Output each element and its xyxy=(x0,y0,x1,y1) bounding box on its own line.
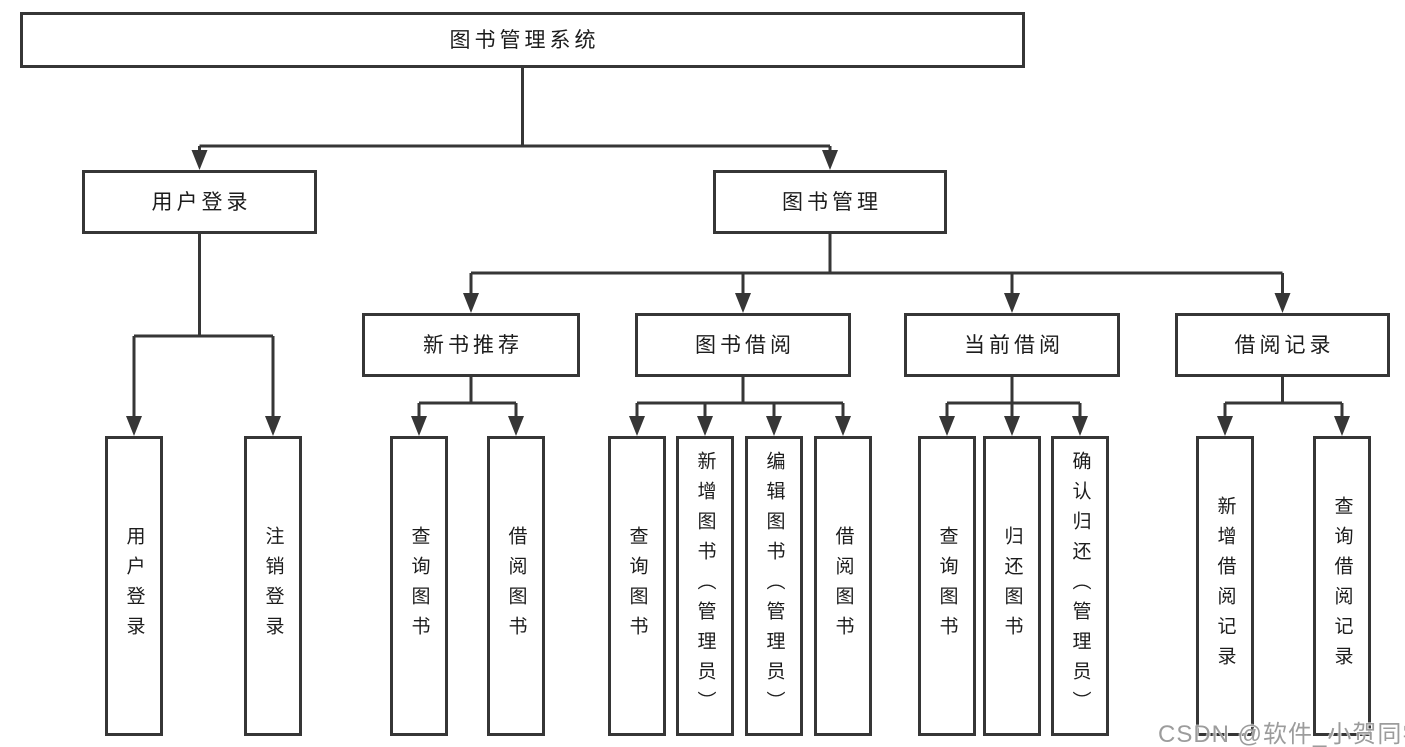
node-book-mgmt: 图书管理 xyxy=(713,170,947,234)
node-bb-borrow: 借阅图书 xyxy=(814,436,872,736)
node-bb-add: 新增图书（管理员） xyxy=(676,436,734,736)
node-new-book-rec: 新书推荐 xyxy=(362,313,580,377)
connector-user-login xyxy=(132,234,275,416)
arrowhead-book-borrow xyxy=(735,293,751,313)
arrowhead-logout xyxy=(265,416,281,436)
node-label-logout: 注销登录 xyxy=(262,526,284,646)
node-nbr-query: 查询图书 xyxy=(390,436,448,736)
node-br-add: 新增借阅记录 xyxy=(1196,436,1254,736)
arrowhead-bb-query xyxy=(629,416,645,436)
node-label-nbr-query: 查询图书 xyxy=(408,526,430,646)
arrowhead-nbr-borrow xyxy=(508,416,524,436)
csdn-watermark: CSDN @软件_小贺同学 xyxy=(1158,721,1405,747)
node-cb-return: 归还图书 xyxy=(983,436,1041,736)
node-label-user-login: 用户登录 xyxy=(151,190,252,214)
node-root: 图书管理系统 xyxy=(20,12,1025,68)
node-label-book-mgmt: 图书管理 xyxy=(782,190,882,214)
connector-borrow-records xyxy=(1223,377,1344,416)
node-cb-query: 查询图书 xyxy=(918,436,976,736)
arrowhead-book-mgmt xyxy=(822,150,838,170)
connector-new-book-rec xyxy=(417,377,518,416)
connector-root xyxy=(198,68,832,150)
node-br-query: 查询借阅记录 xyxy=(1313,436,1371,736)
node-label-root: 图书管理系统 xyxy=(449,28,600,52)
node-label-br-add: 新增借阅记录 xyxy=(1214,496,1236,676)
arrowhead-br-query xyxy=(1334,416,1350,436)
connector-book-borrow xyxy=(635,377,845,416)
arrowhead-nbr-query xyxy=(411,416,427,436)
node-label-current-borrow: 当前借阅 xyxy=(964,333,1064,357)
arrowhead-br-add xyxy=(1217,416,1233,436)
node-label-bb-borrow: 借阅图书 xyxy=(832,526,854,646)
node-label-book-borrow: 图书借阅 xyxy=(695,333,795,357)
node-bb-edit: 编辑图书（管理员） xyxy=(745,436,803,736)
node-label-br-query: 查询借阅记录 xyxy=(1331,496,1353,676)
connector-current-borrow xyxy=(945,377,1082,416)
node-label-cb-return: 归还图书 xyxy=(1001,526,1023,646)
arrowhead-bb-add xyxy=(697,416,713,436)
connector-book-mgmt xyxy=(469,234,1284,293)
node-label-borrow-records: 借阅记录 xyxy=(1234,333,1335,357)
arrowhead-bb-borrow xyxy=(835,416,851,436)
node-label-bb-query: 查询图书 xyxy=(626,526,648,646)
node-label-bb-edit: 编辑图书（管理员） xyxy=(763,451,785,721)
node-label-new-book-rec: 新书推荐 xyxy=(423,333,523,357)
node-label-cb-confirm: 确认归还（管理员） xyxy=(1069,451,1091,721)
node-label-cb-query: 查询图书 xyxy=(936,526,958,646)
node-label-bb-add: 新增图书（管理员） xyxy=(694,451,716,721)
arrowhead-new-book-rec xyxy=(463,293,479,313)
node-cb-confirm: 确认归还（管理员） xyxy=(1051,436,1109,736)
arrowhead-login xyxy=(126,416,142,436)
node-book-borrow: 图书借阅 xyxy=(635,313,851,377)
node-user-login: 用户登录 xyxy=(82,170,317,234)
node-bb-query: 查询图书 xyxy=(608,436,666,736)
node-logout: 注销登录 xyxy=(244,436,302,736)
arrowhead-borrow-records xyxy=(1274,293,1291,313)
arrowhead-user-login xyxy=(191,150,208,170)
node-borrow-records: 借阅记录 xyxy=(1175,313,1390,377)
arrowhead-bb-edit xyxy=(766,416,782,436)
node-login: 用户登录 xyxy=(105,436,163,736)
arrowhead-cb-confirm xyxy=(1072,416,1088,436)
node-current-borrow: 当前借阅 xyxy=(904,313,1120,377)
node-label-login: 用户登录 xyxy=(123,526,145,646)
node-nbr-borrow: 借阅图书 xyxy=(487,436,545,736)
arrowhead-current-borrow xyxy=(1004,293,1020,313)
arrowhead-cb-return xyxy=(1004,416,1020,436)
node-label-nbr-borrow: 借阅图书 xyxy=(505,526,527,646)
arrowhead-cb-query xyxy=(939,416,955,436)
